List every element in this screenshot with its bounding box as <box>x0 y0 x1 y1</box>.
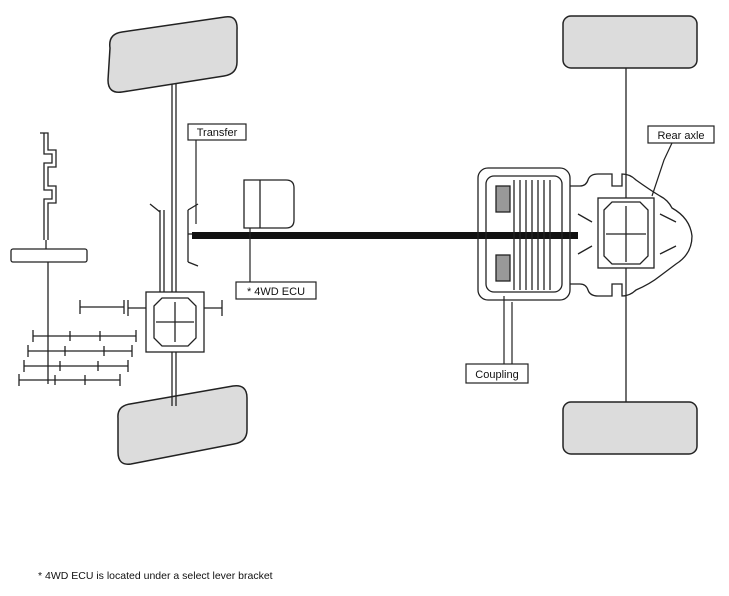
rear-right-wheel <box>562 401 698 455</box>
footnote: * 4WD ECU is located under a select leve… <box>38 570 273 582</box>
4wd-ecu <box>243 179 295 229</box>
transmission-gear-train <box>10 132 137 386</box>
coupling-unit <box>477 167 571 301</box>
callout-coupling: Coupling <box>465 296 529 384</box>
callout-ecu: * 4WD ECU <box>235 228 317 300</box>
transfer-label: Transfer <box>197 127 238 139</box>
front-left-wheel <box>107 16 238 93</box>
transfer-unit <box>149 203 199 292</box>
rear-axle-label: Rear axle <box>657 130 704 142</box>
rear-differential <box>570 173 693 297</box>
callout-transfer: Transfer <box>187 123 247 224</box>
coupling-label: Coupling <box>475 369 518 381</box>
front-axle-shaft <box>171 84 177 406</box>
propeller-shaft <box>192 232 578 239</box>
front-right-wheel <box>117 385 248 465</box>
ecu-label: * 4WD ECU <box>247 286 305 298</box>
front-differential <box>127 291 223 353</box>
callout-rear-axle: Rear axle <box>647 125 715 197</box>
rear-left-wheel <box>562 15 698 69</box>
